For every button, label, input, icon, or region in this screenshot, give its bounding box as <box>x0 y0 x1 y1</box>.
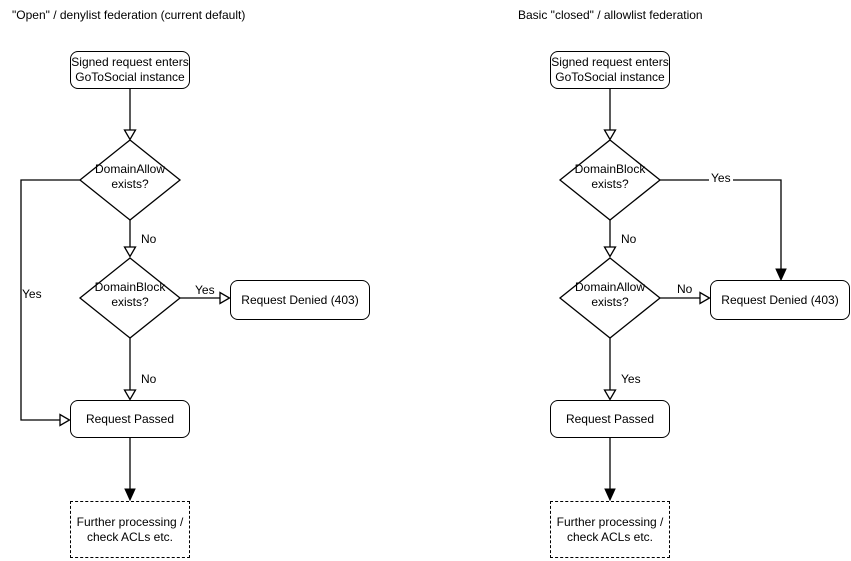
left-decision1-label: DomainAllow exists? <box>94 162 166 191</box>
left-decision2-yes-label: Yes <box>195 283 215 297</box>
right-flow-title: Basic "closed" / allowlist federation <box>518 8 703 22</box>
left-start-node: Signed request enters GoToSocial instanc… <box>70 51 190 89</box>
left-further-processing-node: Further processing / check ACLs etc. <box>70 501 190 558</box>
left-decision1-yes-label: Yes <box>22 287 42 301</box>
right-arrowhead-open-denied-left <box>699 291 711 305</box>
left-arrowhead-open-denied <box>219 291 231 305</box>
right-arrowhead-open-passed-top <box>603 389 617 401</box>
right-decision1-label: DomainBlock exists? <box>574 162 646 191</box>
right-arrowhead-filled-denied-top <box>775 268 787 282</box>
right-decision2-label: DomainAllow exists? <box>574 280 646 309</box>
right-arrowhead-filled-further <box>604 488 616 502</box>
right-decision1-yes-label: Yes <box>709 171 733 185</box>
right-decision2-no-label: No <box>677 282 693 296</box>
left-flow-title: "Open" / denylist federation (current de… <box>12 8 246 22</box>
right-further-processing-node: Further processing / check ACLs etc. <box>550 501 670 558</box>
right-denied-node: Request Denied (403) <box>710 280 850 320</box>
left-arrowhead-open-passed-top <box>123 389 137 401</box>
left-decision1-no-label: No <box>141 232 157 246</box>
left-denied-node: Request Denied (403) <box>230 280 370 320</box>
left-arrowhead-open-decision1 <box>123 129 137 141</box>
right-decision2-yes-label: Yes <box>621 372 641 386</box>
left-decision2-no-label: No <box>141 372 157 386</box>
right-connector-decision1-yes-to-denied <box>660 179 782 269</box>
right-arrowhead-open-decision2 <box>603 246 617 258</box>
left-arrowhead-open-decision2 <box>123 246 137 258</box>
right-passed-node: Request Passed <box>550 400 670 438</box>
right-arrowhead-open-decision1 <box>603 129 617 141</box>
right-start-node: Signed request enters GoToSocial instanc… <box>550 51 670 89</box>
right-decision1-no-label: No <box>621 232 637 246</box>
left-arrowhead-open-passed-left <box>59 413 71 427</box>
left-passed-node: Request Passed <box>70 400 190 438</box>
left-connector-decision1-yes-to-passed <box>20 179 80 421</box>
left-decision2-label: DomainBlock exists? <box>94 280 166 309</box>
left-arrowhead-filled-further <box>124 488 136 502</box>
